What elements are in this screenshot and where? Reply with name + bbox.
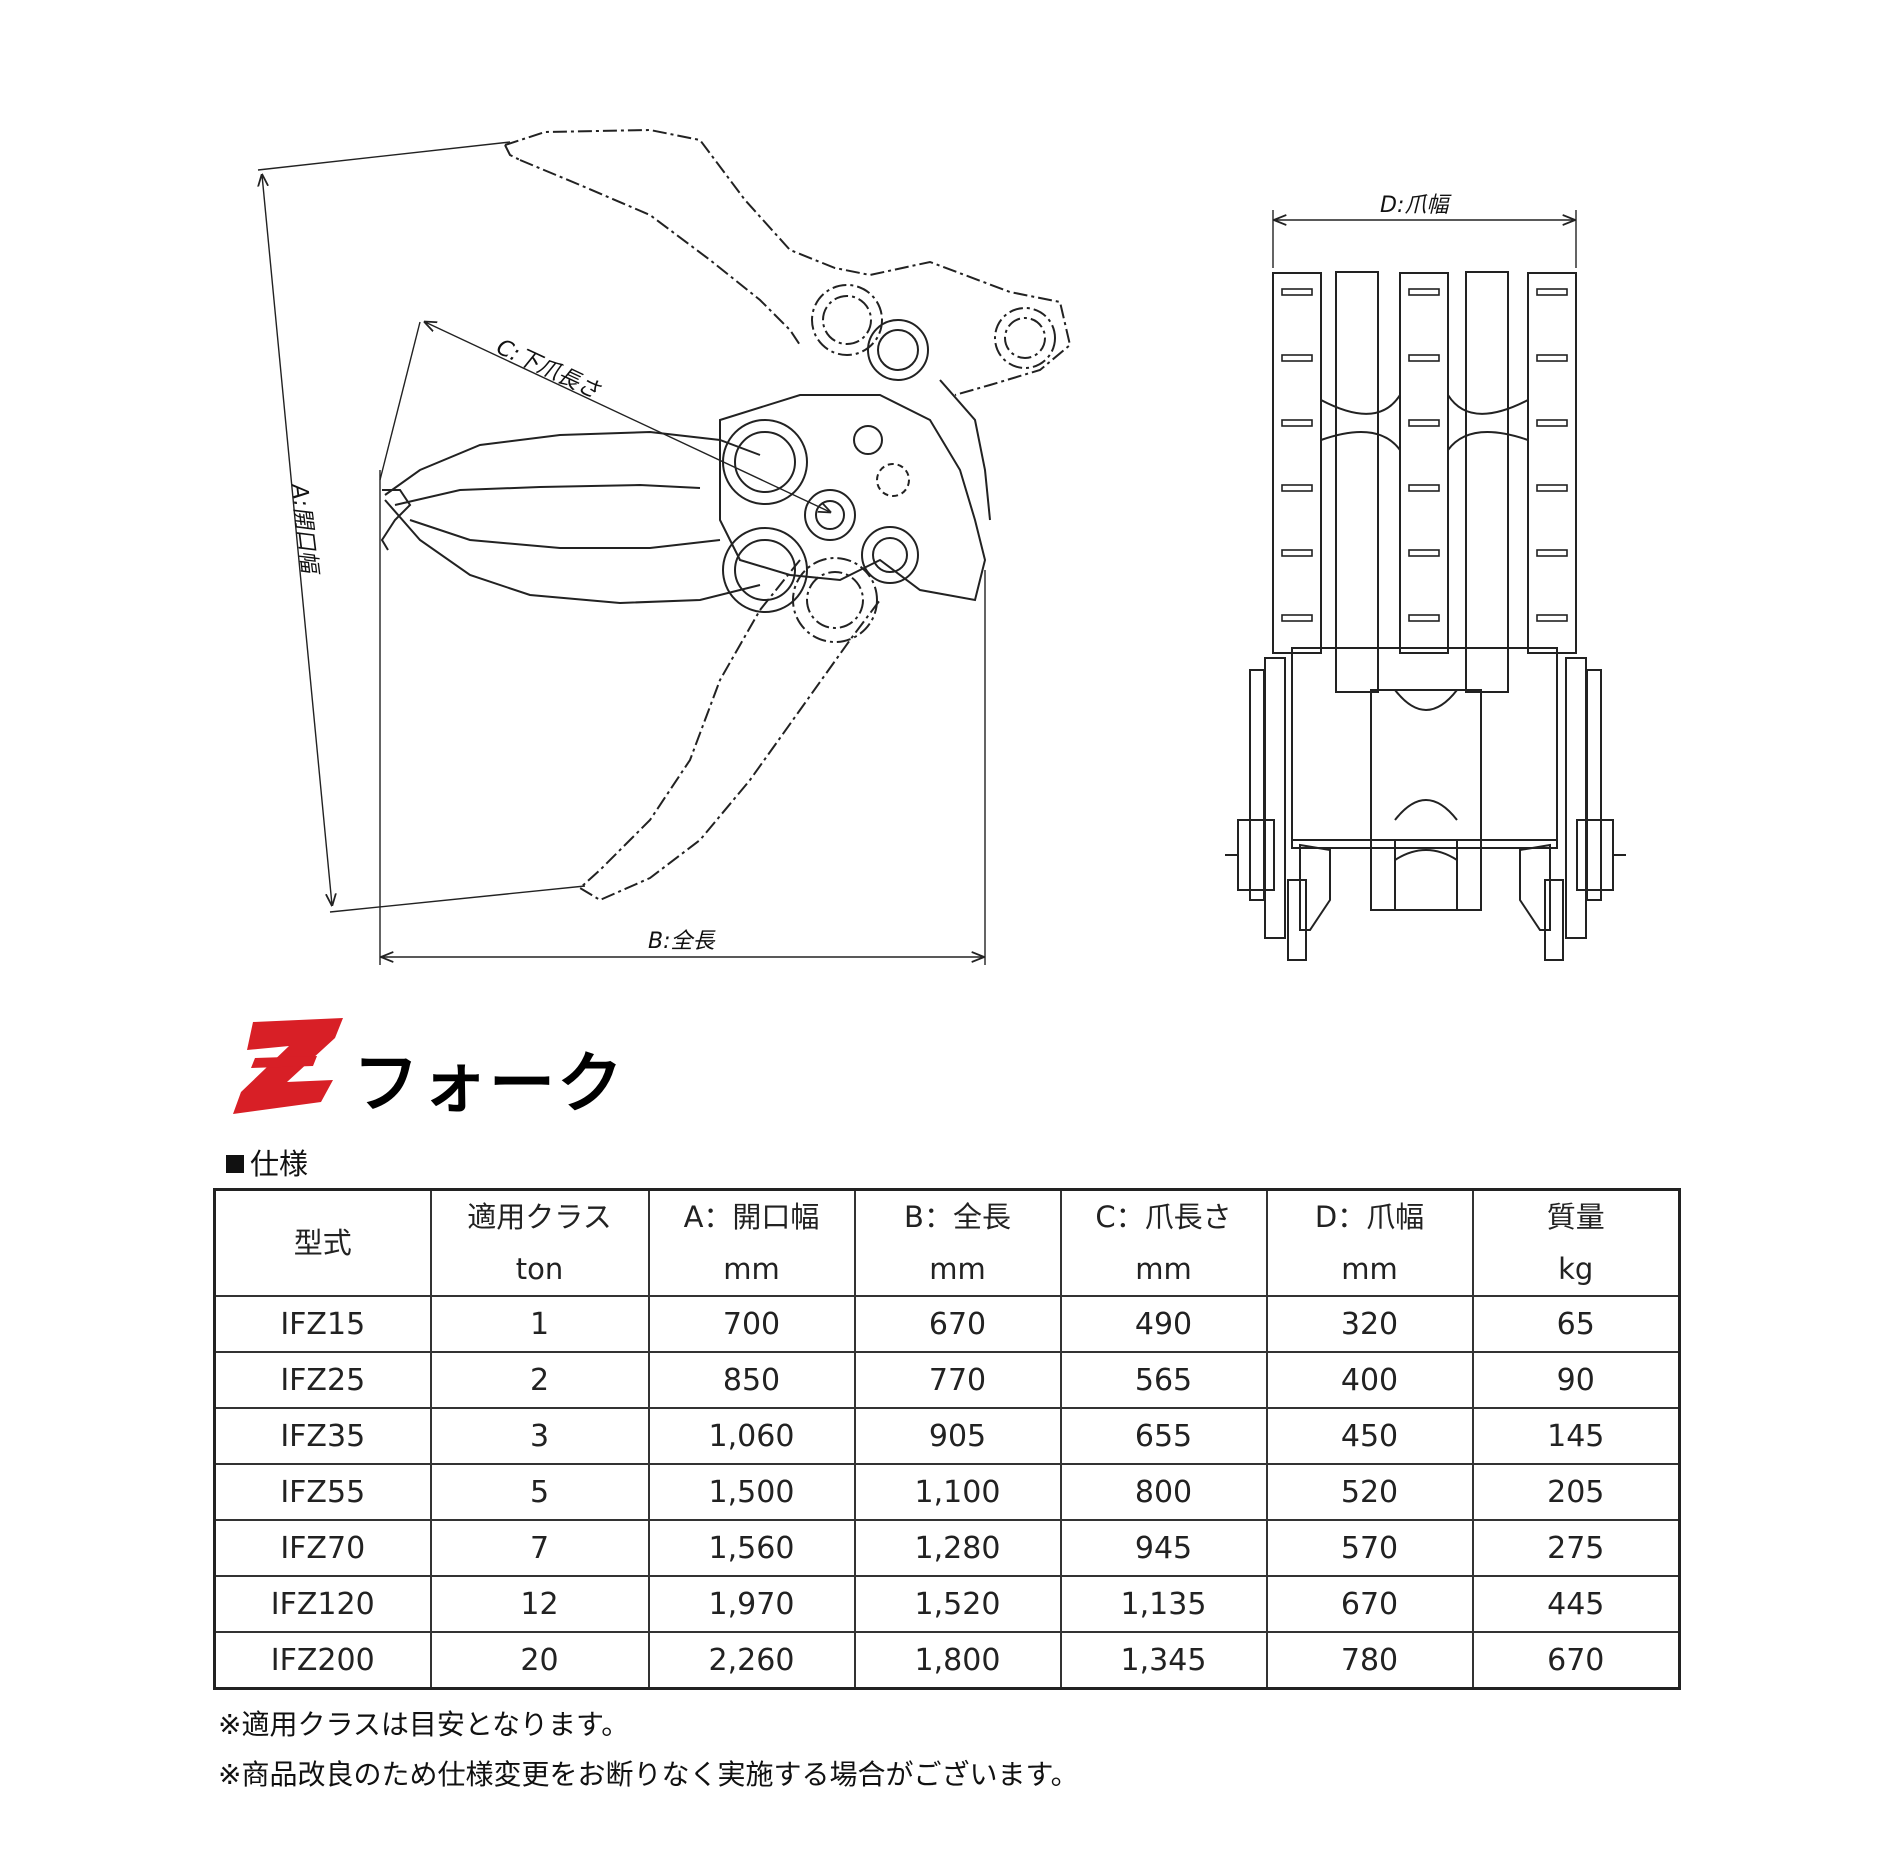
- table-cell: 275: [1471, 1519, 1681, 1577]
- dimension-label-d: D:爪幅: [1380, 193, 1452, 218]
- table-cell: 1,560: [647, 1519, 856, 1577]
- table-cell: 400: [1265, 1351, 1474, 1409]
- table-cell: 1: [429, 1295, 650, 1353]
- table-cell: 565: [1059, 1351, 1268, 1409]
- table-cell: IFZ15: [213, 1295, 432, 1353]
- table-cell: 90: [1471, 1351, 1681, 1409]
- table-row: IFZ120 12 1,970 1,520 1,135 670 445: [213, 1575, 1681, 1633]
- table-cell: IFZ120: [213, 1575, 432, 1633]
- spec-heading-text: 仕様: [250, 1147, 309, 1181]
- dimension-label-a: A:開口幅: [286, 481, 322, 578]
- table-cell: IFZ25: [213, 1351, 432, 1409]
- table-cell: 1,500: [647, 1463, 856, 1521]
- table-row: IFZ15 1 700 670 490 320 65: [213, 1295, 1681, 1353]
- table-cell: 655: [1059, 1407, 1268, 1465]
- table-cell: 65: [1471, 1295, 1681, 1353]
- table-cell: IFZ55: [213, 1463, 432, 1521]
- dimension-label-c: C:下爪長さ: [492, 335, 604, 405]
- side-view: [380, 128, 1072, 902]
- table-cell: 2,260: [647, 1631, 856, 1690]
- table-cell: 320: [1265, 1295, 1474, 1353]
- table-cell: 145: [1471, 1407, 1681, 1465]
- table-cell: 905: [853, 1407, 1062, 1465]
- table-cell: 5: [429, 1463, 650, 1521]
- table-cell: IFZ35: [213, 1407, 432, 1465]
- table-cell: 1,280: [853, 1519, 1062, 1577]
- table-cell: 1,970: [647, 1575, 856, 1633]
- column-header: 型式: [213, 1188, 432, 1297]
- table-cell: 670: [1471, 1631, 1681, 1690]
- table-cell: 3: [429, 1407, 650, 1465]
- table-cell: 1,100: [853, 1463, 1062, 1521]
- table-cell: IFZ70: [213, 1519, 432, 1577]
- table-cell: 1,345: [1059, 1631, 1268, 1690]
- table-cell: IFZ200: [213, 1631, 432, 1690]
- table-cell: 800: [1059, 1463, 1268, 1521]
- table-cell: 205: [1471, 1463, 1681, 1521]
- table-row: IFZ70 7 1,560 1,280 945 570 275: [213, 1519, 1681, 1577]
- table-cell: 450: [1265, 1407, 1474, 1465]
- table-cell: 2: [429, 1351, 650, 1409]
- front-view: [1225, 271, 1626, 961]
- table-cell: 490: [1059, 1295, 1268, 1353]
- table-row: IFZ55 5 1,500 1,100 800 520 205: [213, 1463, 1681, 1521]
- table-cell: 770: [853, 1351, 1062, 1409]
- table-cell: 1,520: [853, 1575, 1062, 1633]
- footnote: ※適用クラスは目安となります。: [218, 1708, 630, 1741]
- table-cell: 7: [429, 1519, 650, 1577]
- footnotes: ※適用クラスは目安となります。 ※商品改良のため仕様変更をお断りなく実施する場合…: [218, 1700, 1079, 1800]
- table-cell: 520: [1265, 1463, 1474, 1521]
- dimension-label-b: B:全長: [648, 929, 717, 954]
- side-dimensions: [258, 141, 986, 965]
- table-cell: 670: [853, 1295, 1062, 1353]
- table-cell: 850: [647, 1351, 856, 1409]
- table-row: IFZ200 20 2,260 1,800 1,345 780 670: [213, 1631, 1681, 1690]
- table-cell: 670: [1265, 1575, 1474, 1633]
- table-cell: 12: [429, 1575, 650, 1633]
- table-cell: 570: [1265, 1519, 1474, 1577]
- table-cell: 1,800: [853, 1631, 1062, 1690]
- square-bullet-icon: [226, 1155, 244, 1173]
- table-cell: 780: [1265, 1631, 1474, 1690]
- table-cell: 445: [1471, 1575, 1681, 1633]
- table-cell: 700: [647, 1295, 856, 1353]
- technical-drawing: A:開口幅 B:全長 C:下爪長さ: [0, 128, 1626, 965]
- footnote: ※商品改良のため仕様変更をお断りなく実施する場合がございます。: [218, 1758, 1079, 1791]
- table-row: IFZ25 2 850 770 565 400 90: [213, 1351, 1681, 1409]
- product-title: フォーク: [225, 1010, 825, 1130]
- table-row: IFZ35 3 1,060 905 655 450 145: [213, 1407, 1681, 1465]
- table-cell: 20: [429, 1631, 650, 1690]
- z-logo-icon: [233, 1018, 343, 1114]
- table-cell: 1,060: [647, 1407, 856, 1465]
- spec-heading: 仕様: [226, 1141, 308, 1183]
- table-cell: 1,135: [1059, 1575, 1268, 1633]
- product-name: フォーク: [353, 1045, 625, 1122]
- front-dimensions: [1272, 210, 1577, 268]
- table-cell: 945: [1059, 1519, 1268, 1577]
